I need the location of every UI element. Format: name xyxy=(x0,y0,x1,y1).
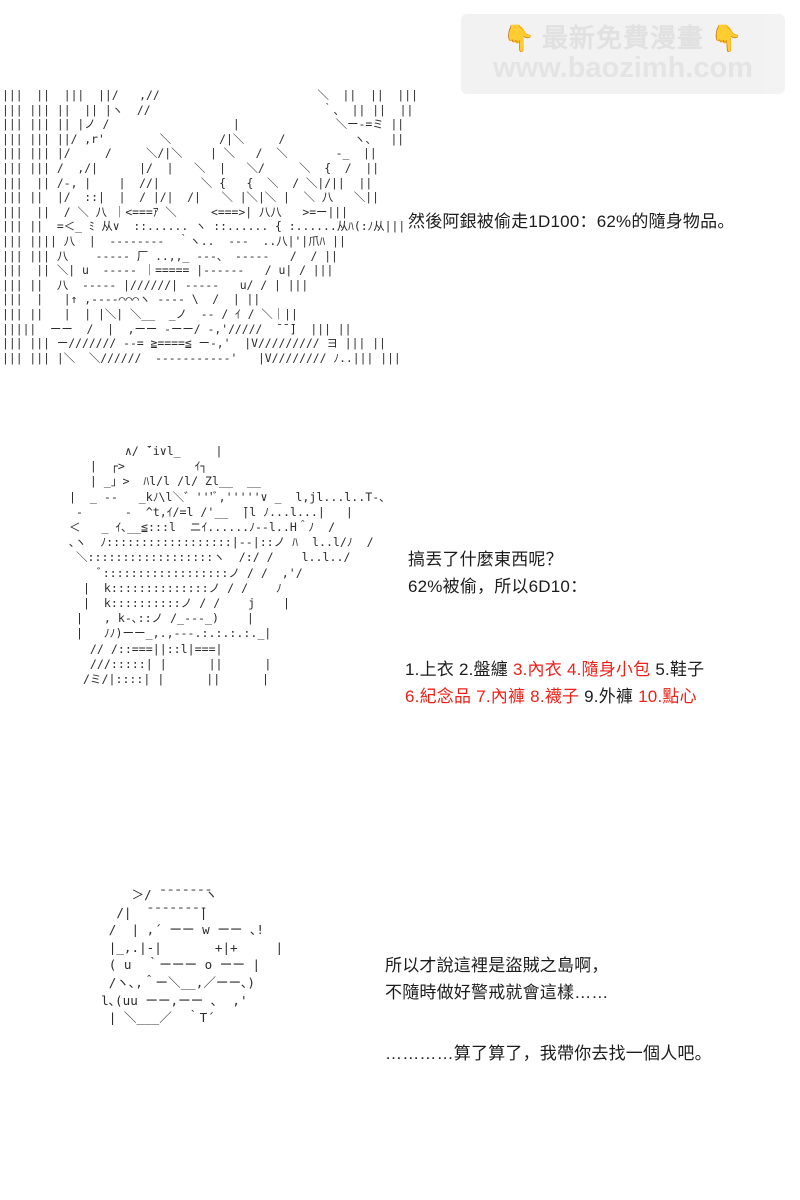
dialogue-line-2: 搞丟了什麼東西呢？ 62%被偷，所以6D10： xyxy=(408,550,588,596)
item-row: 1.上衣 2.盤纏 3.內衣 4.隨身小包 5.鞋子 xyxy=(405,656,765,683)
item-stolen: 3.內衣 xyxy=(512,660,562,679)
point-down-hand-icon-left: 👇 xyxy=(502,22,536,53)
item-stolen: 8.襪子 xyxy=(530,687,580,706)
point-down-hand-icon-right: 👇 xyxy=(710,22,744,53)
item-kept: 5.鞋子 xyxy=(655,660,705,679)
dialogue-line-1: 然後阿銀被偷走1D100：62%的隨身物品。 xyxy=(408,212,735,231)
item-stolen: 10.點心 xyxy=(638,687,697,706)
watermark-title-row: 👇 最新免費漫畫 👇 xyxy=(503,25,744,51)
item-stolen: 7.內褲 xyxy=(476,687,526,706)
item-stolen: 4.隨身小包 xyxy=(566,660,651,679)
ascii-art-character-face: ＞/ ̄ ̄ ̄ ̄ ̄ ̄ ̄ヽ /| ̄ ̄ ̄ ̄ ̄ ̄ ̄ ̄| / … xyxy=(101,887,284,1026)
item-row: 6.紀念品 7.內褲 8.襪子 9.外褲 10.點心 xyxy=(405,683,765,710)
site-watermark: 👇 最新免費漫畫 👇 www.baozimh.com xyxy=(461,14,785,94)
dialogue-line-4: 所以才說這裡是盜賊之島啊， 不隨時做好警戒就會這樣…… xyxy=(385,956,609,1002)
item-stolen: 6.紀念品 xyxy=(405,687,472,706)
watermark-url: www.baozimh.com xyxy=(493,51,753,84)
item-kept: 2.盤纏 xyxy=(458,660,508,679)
ascii-art-character-gintoki: ||| || ||| ||/ ,// ＼ || || ||| ||| ||| |… xyxy=(2,88,418,365)
ascii-art-character-pot: ∧/ ̄´i∨l_ | | ┌> ｲ┐ | _」> ﾊl/l /l/ Zl__ … xyxy=(68,444,386,687)
watermark-title: 最新免費漫畫 xyxy=(541,22,704,53)
item-kept: 9.外褲 xyxy=(584,687,634,706)
dialogue-line-5: …………算了算了，我帶你去找一個人吧。 xyxy=(385,1044,712,1063)
item-kept: 1.上衣 xyxy=(405,660,454,679)
